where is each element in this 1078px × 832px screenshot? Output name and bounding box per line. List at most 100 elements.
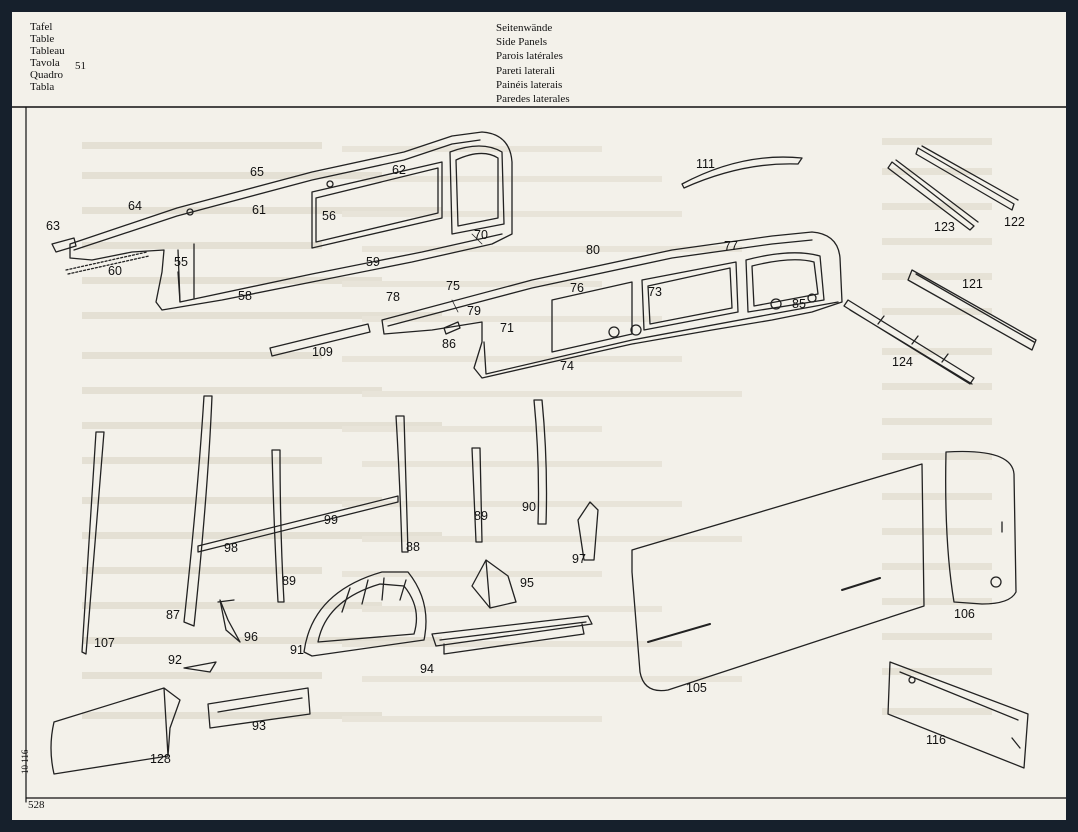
- part-label-65: 65: [250, 165, 264, 179]
- title-line: Painéis laterais: [496, 78, 563, 91]
- part-label-91: 91: [290, 643, 304, 657]
- part-label-88: 88: [406, 540, 420, 554]
- part-label-77: 77: [724, 239, 738, 253]
- ghost-row: [82, 672, 322, 679]
- ghost-row: [82, 352, 322, 359]
- title-line: Parois latérales: [496, 50, 563, 63]
- ghost-row: [882, 528, 992, 535]
- ghost-row: [82, 637, 442, 644]
- part-label-123: 123: [934, 220, 955, 234]
- part-label-96: 96: [244, 630, 258, 644]
- ghost-row: [362, 606, 662, 612]
- ghost-row: [82, 277, 382, 284]
- ghost-row: [882, 203, 992, 210]
- tabel-number: 51: [75, 60, 86, 72]
- ghost-row: [362, 316, 662, 322]
- part-label-85: 85: [792, 297, 806, 311]
- part-label-111: 111: [696, 157, 716, 171]
- title-line: Seitenwände: [496, 22, 553, 34]
- ghost-row: [82, 602, 382, 609]
- part-label-122: 122: [1004, 215, 1025, 229]
- ghost-row: [882, 308, 992, 315]
- part-label-55: 55: [174, 255, 188, 269]
- part-99: [197, 495, 399, 553]
- part-90: [533, 399, 548, 525]
- ghost-row: [362, 461, 662, 467]
- ghost-row: [882, 598, 992, 605]
- ghost-row: [362, 536, 742, 542]
- ghost-row: [882, 383, 992, 390]
- part-94: [431, 615, 593, 655]
- part-86: [443, 321, 461, 335]
- part-label-98: 98: [224, 541, 238, 555]
- part-label-116: 116: [926, 733, 946, 747]
- ghost-row: [342, 146, 602, 152]
- part-109: [269, 323, 371, 357]
- title-line: Paredes laterales: [496, 93, 570, 106]
- part-92: [183, 661, 217, 673]
- leader-70: [471, 233, 483, 245]
- part-label-78: 78: [386, 290, 400, 304]
- ghost-row: [882, 273, 992, 280]
- part-label-89a: 89: [474, 509, 488, 523]
- ghost-row: [342, 716, 602, 722]
- part-121: [907, 269, 1037, 351]
- ghost-row: [82, 207, 442, 214]
- ghost-row: [882, 138, 992, 145]
- part-label-99: 99: [324, 513, 338, 527]
- ghost-row: [82, 142, 322, 149]
- part-label-97: 97: [572, 552, 586, 566]
- part-label-86: 86: [442, 337, 456, 351]
- part-124: [843, 299, 975, 385]
- part-label-128: 128: [150, 752, 171, 766]
- part-label-107: 107: [94, 636, 115, 650]
- part-label-59: 59: [366, 255, 380, 269]
- part-label-70: 70: [474, 228, 488, 242]
- part-label-60: 60: [108, 264, 122, 278]
- part-label-94: 94: [420, 662, 434, 676]
- tabel-label: Tavola: [30, 57, 60, 69]
- tabel-label: Tableau: [30, 45, 65, 57]
- title-line: Pareti laterali: [496, 64, 555, 77]
- ghost-row: [362, 676, 742, 682]
- ghost-row: [82, 242, 322, 249]
- part-87: [183, 395, 213, 627]
- ghost-row: [882, 493, 992, 500]
- ghost-row: [882, 668, 992, 675]
- part-107: [81, 431, 105, 655]
- page-title: Seitenwände Side Panels Parois latérales…: [496, 21, 570, 106]
- ghost-row: [362, 391, 742, 397]
- part-label-58: 58: [238, 289, 252, 303]
- tabel-label: Table: [30, 33, 55, 45]
- right-side-panel-frame: [381, 231, 843, 379]
- ghost-row: [82, 457, 322, 464]
- part-93: [207, 687, 311, 729]
- part-label-89b: 89: [282, 574, 296, 588]
- ghost-row: [882, 453, 992, 460]
- ghost-row: [82, 422, 442, 429]
- ghost-row: [82, 712, 382, 719]
- ghost-row: [342, 571, 602, 577]
- ghost-row: [82, 172, 382, 179]
- part-label-80: 80: [586, 243, 600, 257]
- tabel-label: Tabla: [30, 81, 55, 93]
- ghost-row: [882, 238, 992, 245]
- tabel-label-block: Tafel Table Tableau Tavola Quadro Tabla: [30, 21, 65, 93]
- part-111: [681, 156, 803, 189]
- part-91: [303, 571, 427, 657]
- ghost-row: [882, 708, 992, 715]
- strip-60: [65, 251, 150, 275]
- tabel-label: Tafel: [30, 21, 53, 33]
- part-label-90: 90: [522, 500, 536, 514]
- part-116: [887, 661, 1029, 769]
- part-label-79: 79: [467, 304, 481, 318]
- part-label-106: 106: [954, 607, 975, 621]
- part-label-109: 109: [312, 345, 333, 359]
- ghost-row: [882, 348, 992, 355]
- ghost-row: [882, 633, 992, 640]
- part-96: [217, 599, 241, 643]
- part-106: [945, 450, 1017, 605]
- ghost-row: [882, 563, 992, 570]
- part-label-92: 92: [168, 653, 182, 667]
- tabel-label: Quadro: [30, 69, 63, 81]
